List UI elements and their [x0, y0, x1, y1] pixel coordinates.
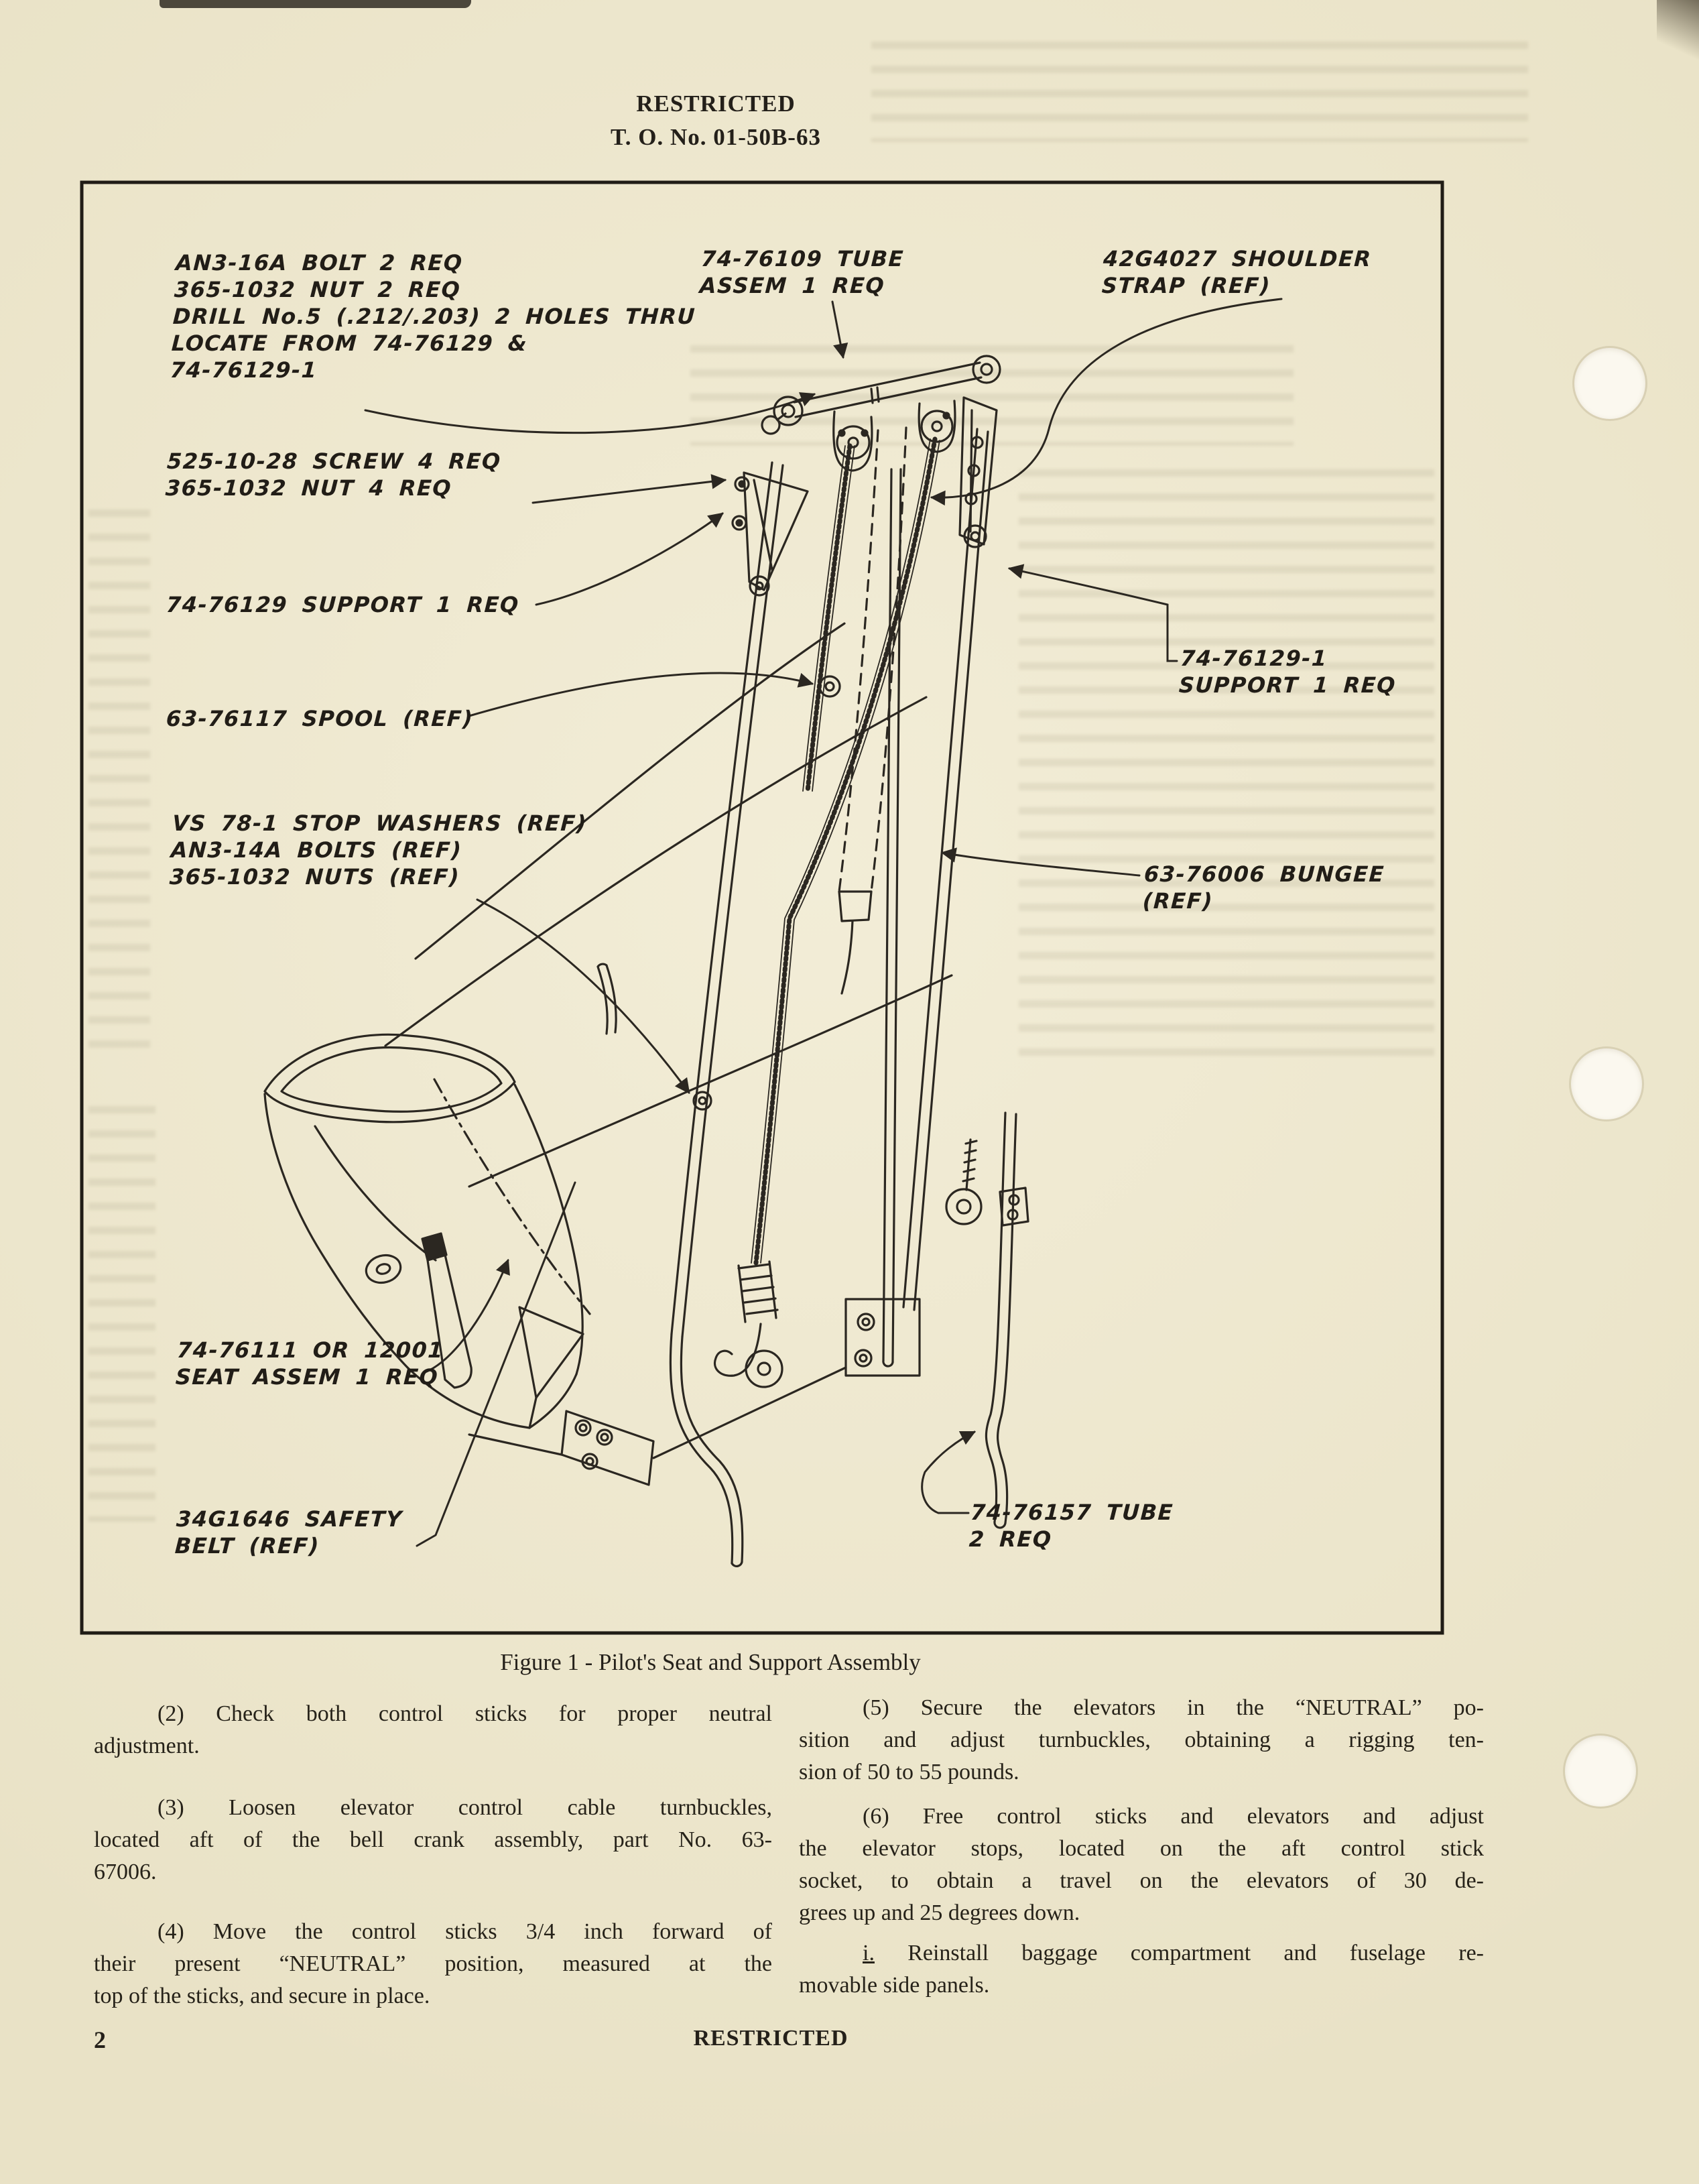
figure-caption: Figure 1 - Pilot's Seat and Support Asse…: [500, 1649, 921, 1675]
callout-spool: 63-76117 SPOOL (REF): [166, 706, 475, 731]
page-number: 2: [94, 2026, 106, 2053]
paragraph-5: (5) Secure the elevators in the “NEUTRAL…: [799, 1695, 1484, 1784]
punch-hole: [1565, 1736, 1636, 1807]
classification-banner: RESTRICTED: [636, 90, 796, 117]
callout-stop-washers: VS 78-1 STOP WASHERS (REF)AN3-14A BOLTS …: [168, 810, 588, 890]
technical-order-number: T. O. No. 01-50B-63: [611, 124, 821, 150]
paragraph-6: (6) Free control sticks and elevators an…: [799, 1804, 1484, 1925]
bleed-through-texture: [871, 42, 1528, 142]
punch-hole: [1571, 1048, 1642, 1119]
figure-border: [80, 180, 1444, 1635]
punch-hole: [1574, 348, 1645, 419]
footer-classification: RESTRICTED: [693, 2026, 848, 2051]
callout-bungee: 63-76006 BUNGEE(REF): [1141, 861, 1385, 914]
scan-corner-smudge: [1657, 0, 1699, 67]
bleed-through-texture: [690, 345, 1294, 446]
bleed-through-texture: [1019, 469, 1434, 1059]
paragraph-i: i. Reinstall baggage compartment and fus…: [799, 1941, 1484, 1998]
page-header: RESTRICTED T. O. No. 01-50B-63: [0, 87, 1432, 154]
paragraph-3: (3) Loosen elevator control cable turnbu…: [94, 1795, 772, 1884]
scan-streak: [160, 0, 471, 8]
paragraph-4: (4) Move the control sticks 3/4 inch for…: [94, 1919, 772, 2008]
bleed-through-texture: [88, 1106, 155, 1522]
leader-lines: [364, 298, 1283, 1547]
paragraph-2: (2) Check both control sticks for proper…: [94, 1701, 772, 1758]
callout-support: 74-76129 SUPPORT 1 REQ: [166, 592, 520, 617]
bleed-through-texture: [88, 509, 150, 1059]
